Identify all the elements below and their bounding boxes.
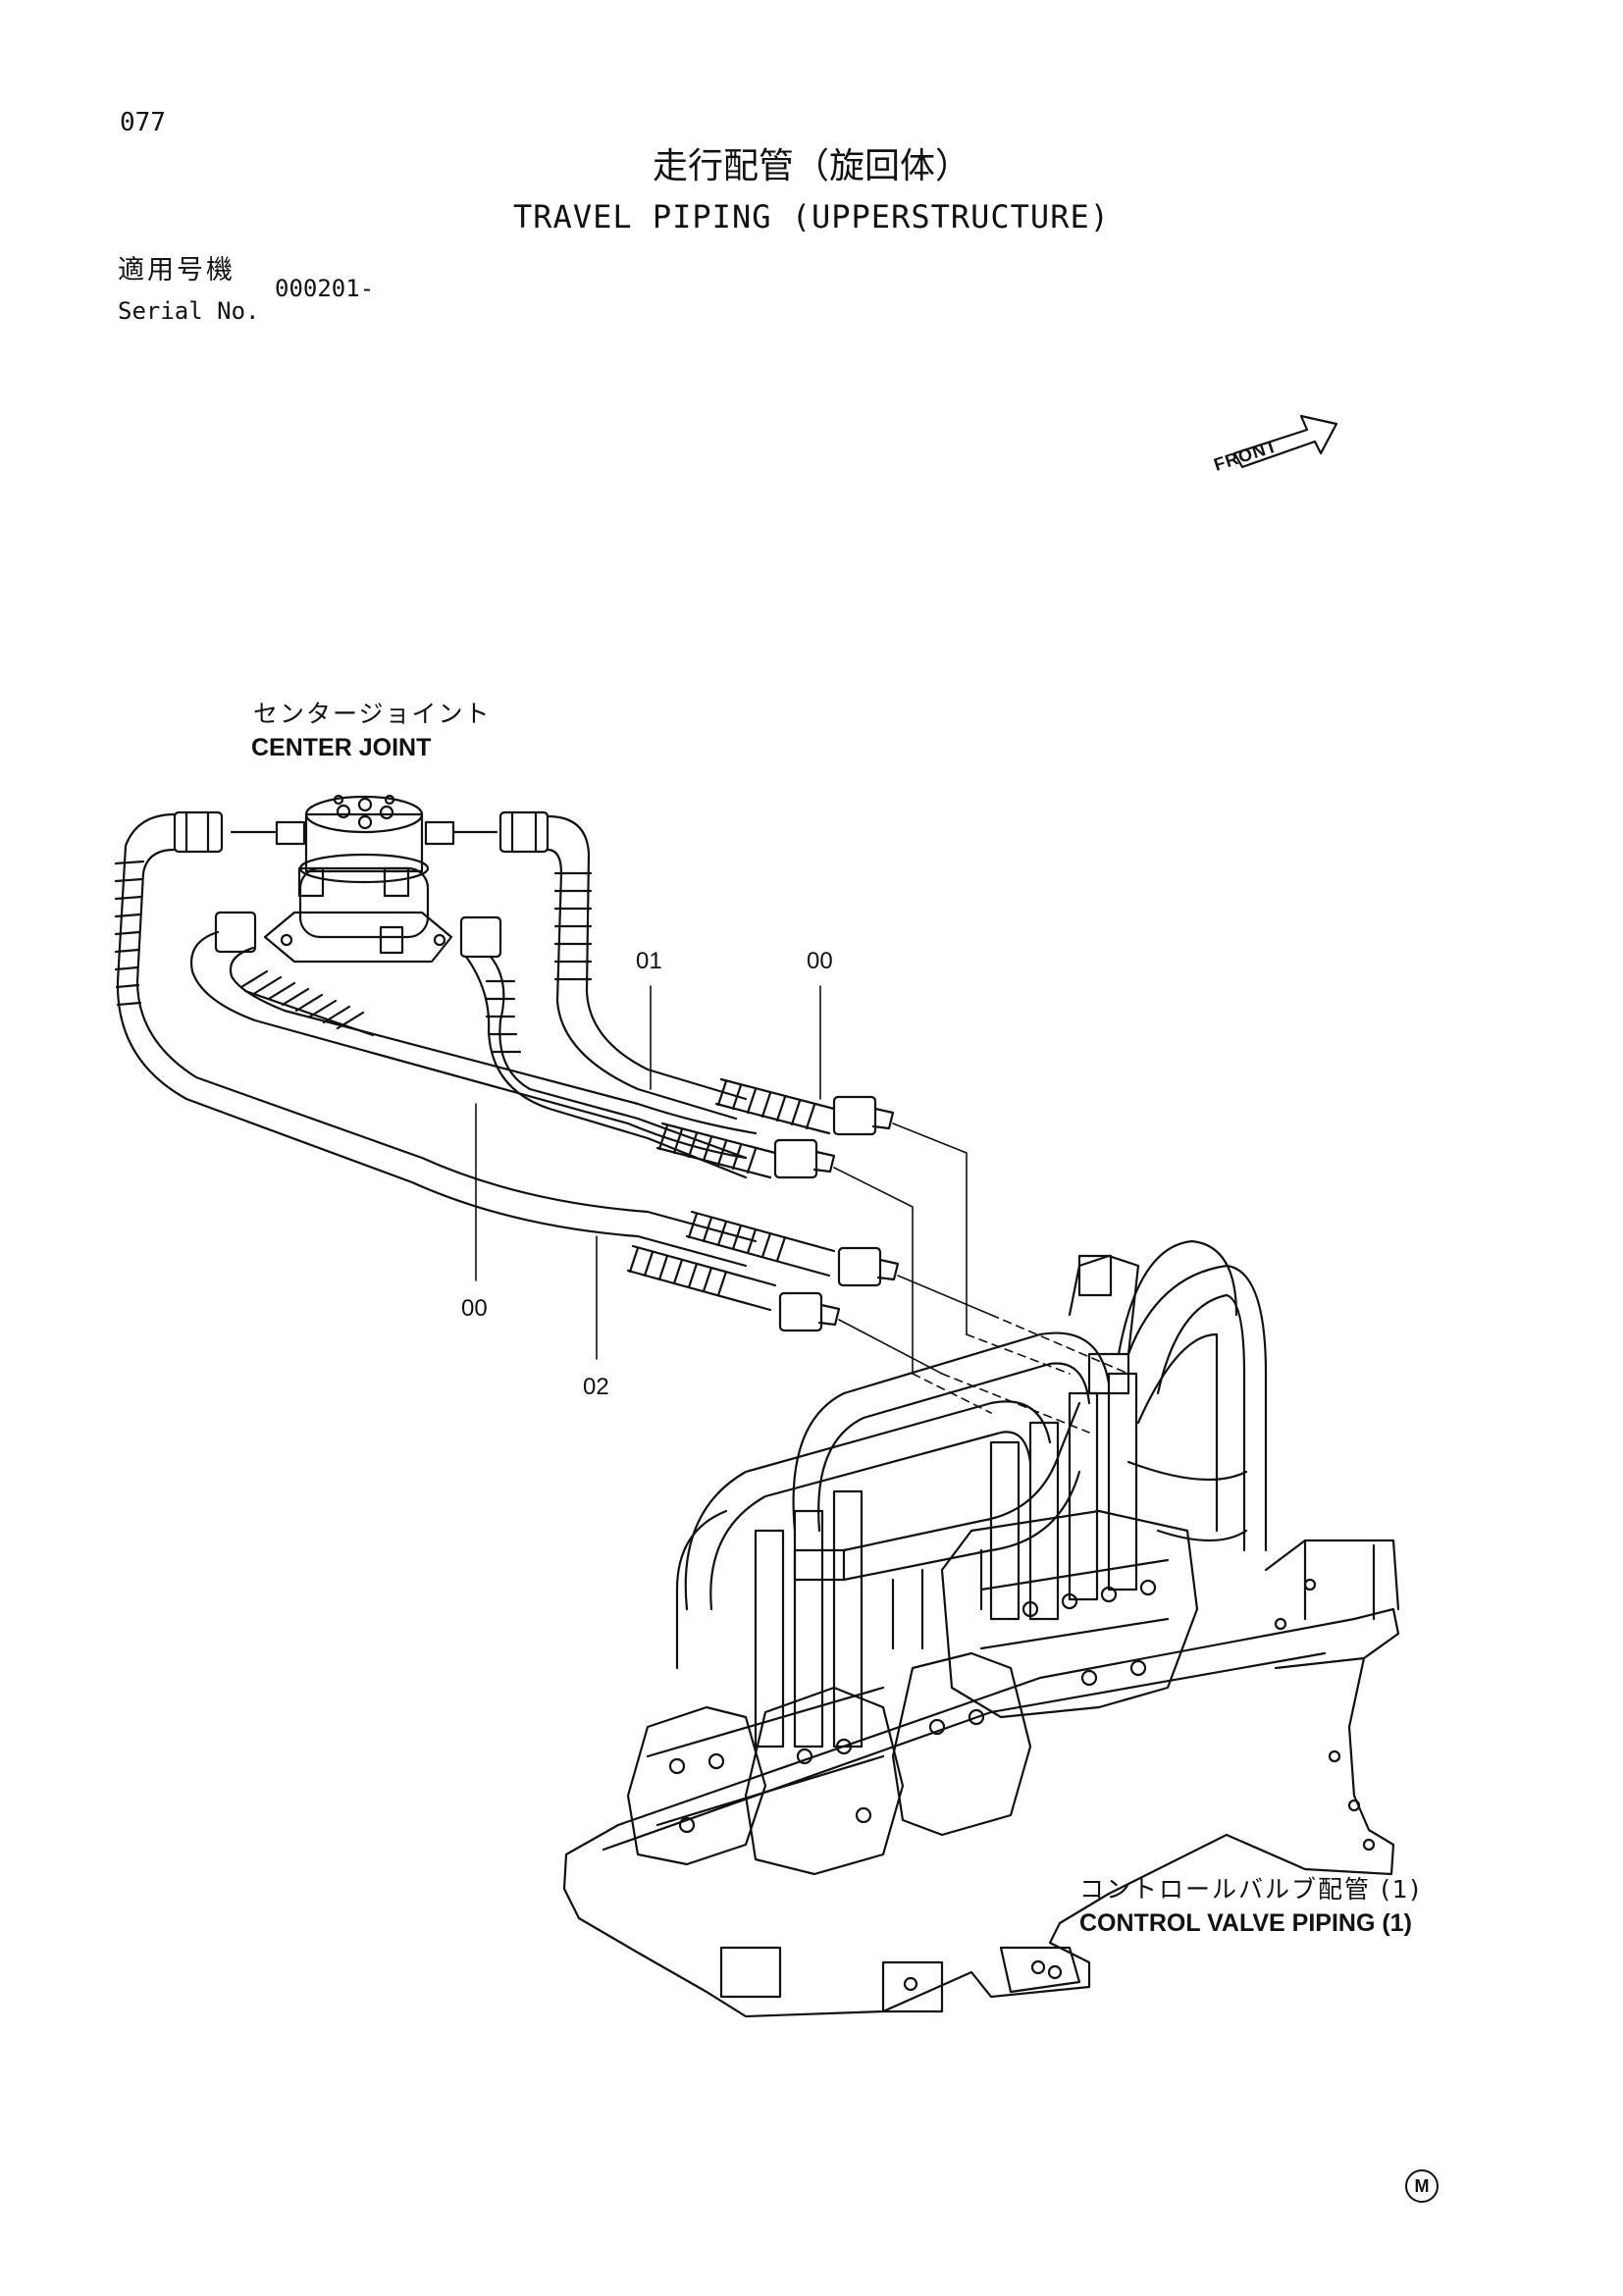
callout-00-right: 00 (807, 948, 833, 974)
hose-02 (189, 911, 758, 1160)
page-number: 077 (120, 108, 166, 137)
m-mark: M (1405, 2169, 1439, 2203)
front-arrow-icon (1232, 414, 1338, 469)
page-title-jp: 走行配管（旋回体） (652, 146, 970, 186)
hose-01 (459, 915, 748, 1179)
serial-label-en: Serial No. (118, 297, 260, 325)
hose-end-group (626, 1077, 900, 1332)
control-valve-assembly (562, 1239, 1400, 2018)
callout-leaders (475, 985, 821, 1360)
callout-02: 02 (583, 1374, 609, 1400)
center-joint-label-jp: センタージョイント (253, 700, 492, 728)
page-title-en: TRAVEL PIPING (UPPERSTRUCTURE) (513, 198, 1110, 235)
serial-value: 000201- (275, 275, 375, 302)
center-joint-body (263, 794, 455, 964)
control-valve-label-en: CONTROL VALVE PIPING (1) (1079, 1909, 1412, 1937)
center-joint-label-en: CENTER JOINT (251, 734, 432, 761)
callout-01: 01 (636, 948, 662, 974)
hose-00-right (451, 810, 748, 1121)
serial-label-jp: 適用号機 (118, 255, 236, 286)
callout-00-left: 00 (461, 1295, 488, 1322)
hose-00-left (114, 810, 758, 1268)
control-valve-label-jp: コントロールバルブ配管 (1) (1079, 1875, 1422, 1904)
